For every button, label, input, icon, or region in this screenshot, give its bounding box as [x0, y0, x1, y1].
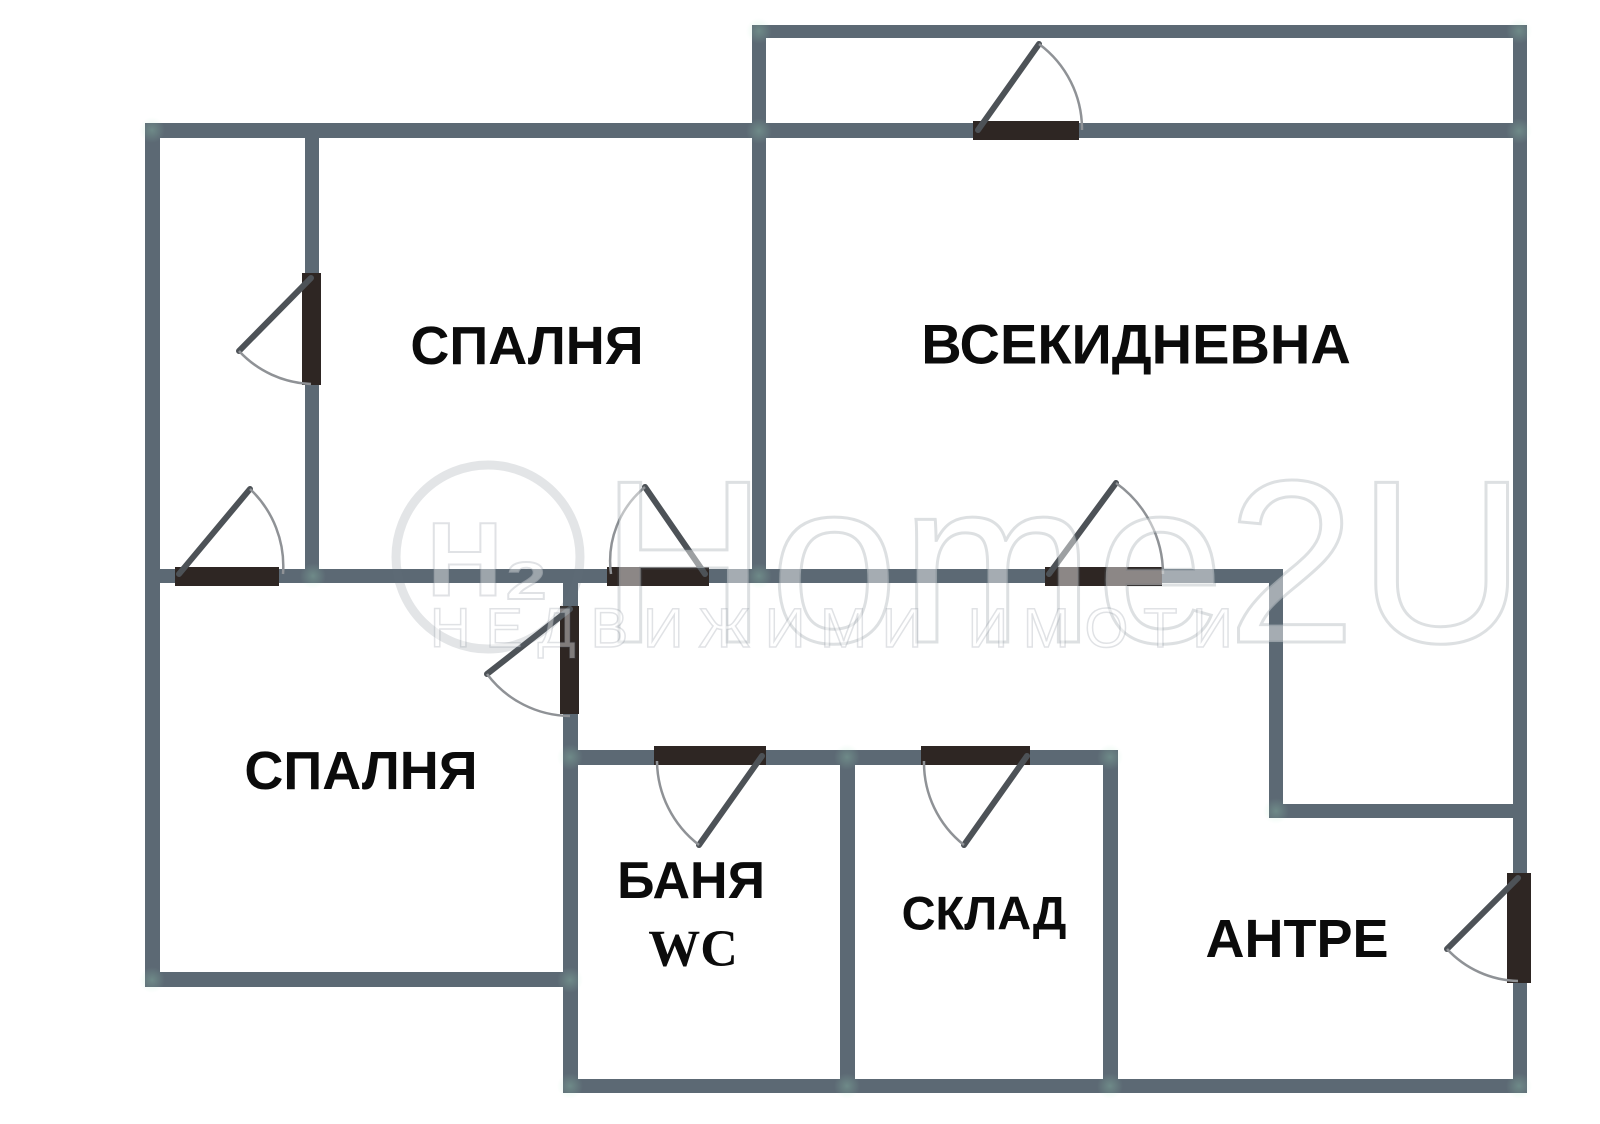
- glow-dot: [557, 967, 583, 993]
- door-arc-entrance: [1446, 948, 1519, 983]
- door-leaf-strip-side: [236, 275, 314, 354]
- watermark-logo-ring: [391, 460, 585, 654]
- watermark-tagline: НЕДВИЖИМИ ИМОТИ: [430, 596, 1248, 659]
- glow-dot: [834, 1073, 860, 1099]
- door-arc-living: [1115, 481, 1165, 575]
- door-leaf-bedroom-bottom: [484, 606, 573, 677]
- room-label-entry: АНТРЕ: [1205, 909, 1388, 969]
- door-leaf-strip-lower: [176, 486, 253, 577]
- wall-middle-seg2: [279, 569, 609, 583]
- door-leaf-living: [1046, 480, 1119, 577]
- glow-dot: [1506, 18, 1532, 44]
- wall-strip-divider-upper: [305, 123, 319, 277]
- wall-middle-seg3: [709, 569, 1047, 583]
- door-arc-strip-lower: [249, 488, 285, 575]
- window-bar-balcony: [973, 121, 1079, 140]
- door-bar-bathroom: [654, 746, 766, 765]
- watermark-brand: Home2U: [600, 433, 1527, 692]
- glow-dot: [1097, 1073, 1123, 1099]
- door-bar-bedroom-bottom: [560, 606, 579, 714]
- wall-bedroom2-bottom: [145, 972, 578, 987]
- door-arc-balcony: [1038, 42, 1084, 131]
- door-leaf-bathroom: [696, 753, 765, 848]
- wall-step-vertical: [1269, 569, 1283, 818]
- room-label-bedroom-top: СПАЛНЯ: [410, 316, 643, 376]
- glow-dot: [1263, 798, 1289, 824]
- glow-dot: [1506, 1073, 1532, 1099]
- door-arc-bathroom: [655, 760, 700, 846]
- door-leaf-bedroom-top: [642, 484, 708, 577]
- door-arc-strip-side: [238, 350, 312, 386]
- wall-entry-top: [1269, 804, 1527, 818]
- door-arc-storage: [922, 760, 965, 846]
- door-bar-living: [1045, 567, 1162, 586]
- walls: [145, 25, 1527, 1093]
- wall-balcony-left: [752, 25, 766, 138]
- wall-bottom: [563, 1079, 1527, 1093]
- door-bar-strip-side: [302, 273, 321, 385]
- wall-balcony-top: [752, 25, 1527, 38]
- room-labels: СПАЛНЯ ВСЕКИДНЕВНА СПАЛНЯ БАНЯ WC СКЛАД …: [244, 313, 1388, 978]
- door-bar-strip-lower: [175, 567, 279, 586]
- wall-bath-storage-divider: [840, 765, 855, 1093]
- room-label-bathroom: БАНЯ: [617, 852, 765, 910]
- glow-dot: [557, 1073, 583, 1099]
- glow-dot: [1097, 744, 1123, 770]
- room-label-storage: СКЛАД: [902, 887, 1067, 940]
- wall-storage-right: [1103, 765, 1118, 1093]
- door-bar-entrance: [1507, 873, 1531, 983]
- wall-wet-top-seg3: [1030, 750, 1118, 765]
- glow-dot: [139, 967, 165, 993]
- room-label-bedroom-bottom: СПАЛНЯ: [244, 741, 477, 801]
- wall-right-outer: [1513, 25, 1527, 1093]
- wall-wet-top-seg1: [563, 750, 656, 765]
- room-label-living: ВСЕКИДНЕВНА: [921, 313, 1351, 376]
- watermark: H₂ Home2U НЕДВИЖИМИ ИМОТИ: [391, 432, 1527, 694]
- wall-left-outer: [145, 123, 160, 987]
- door-arc-bedroom-top: [608, 486, 646, 575]
- doors: [175, 41, 1531, 983]
- wall-bedroom1-living-divider: [752, 123, 766, 583]
- wall-strip-divider-lower: [305, 385, 319, 583]
- glow-dot: [746, 118, 772, 144]
- door-leaf-storage: [961, 753, 1030, 848]
- glow-dot: [1506, 118, 1532, 144]
- door-leaf-balcony: [975, 41, 1042, 133]
- wall-top-main: [145, 123, 1527, 138]
- glow-dot: [834, 744, 860, 770]
- junction-glows: [139, 18, 1532, 1099]
- glow-dot: [746, 563, 772, 589]
- wall-corridor-left-upper: [563, 583, 578, 608]
- door-bar-bedroom-top: [607, 567, 709, 586]
- glow-dot: [557, 744, 583, 770]
- door-leaf-entrance: [1444, 875, 1521, 952]
- wall-middle-seg4: [1162, 569, 1283, 583]
- watermark-logo-text: H₂: [427, 502, 549, 619]
- door-bar-storage: [921, 746, 1030, 765]
- glow-dot: [300, 563, 326, 589]
- wall-middle-seg1: [145, 569, 175, 583]
- glow-dot: [139, 117, 165, 143]
- glow-dot: [746, 18, 772, 44]
- wall-corridor-left-lower: [563, 712, 578, 1093]
- room-label-wc: WC: [648, 921, 738, 978]
- door-arc-bedroom-bottom: [486, 673, 571, 718]
